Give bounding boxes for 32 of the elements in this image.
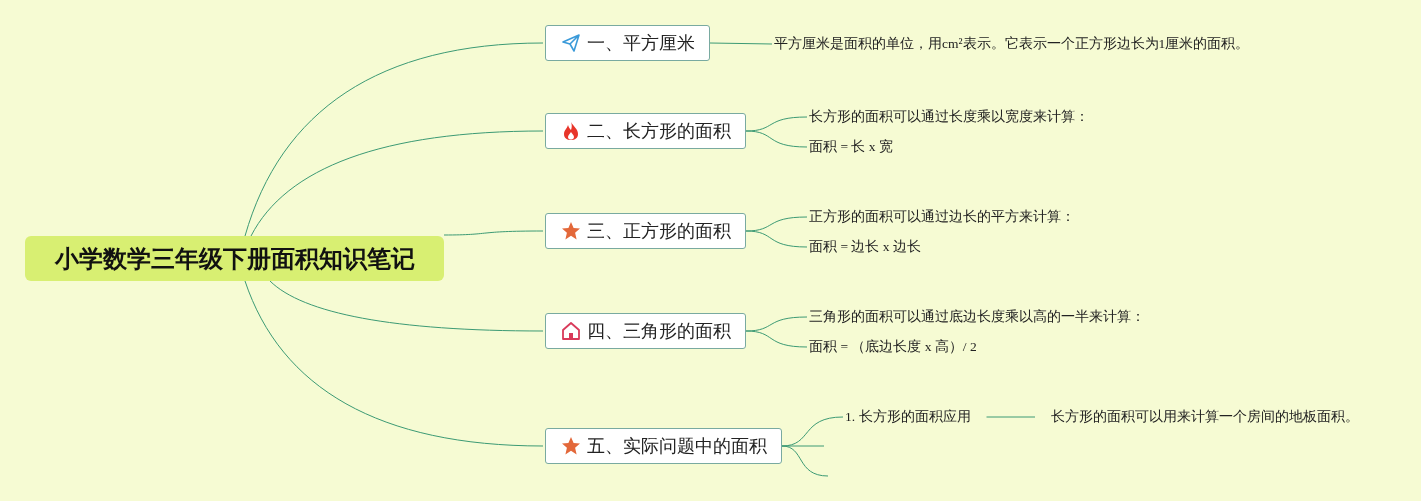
topic-text: 三、正方形的面积 (586, 220, 731, 243)
connector-line (986, 416, 1036, 418)
connector-line (745, 130, 808, 148)
topic-box (545, 213, 746, 249)
note-text: 长方形的面积可以通过长度乘以宽度来计算： (809, 108, 1089, 126)
connector-line (745, 330, 808, 348)
connector-line (250, 130, 544, 237)
connector-line (244, 42, 544, 237)
note-text: 面积 = （底边长度 x 高）/ 2 (809, 338, 977, 356)
connector-line (244, 280, 544, 447)
note-text: 平方厘米是面积的单位，用cm²表示。它表示一个正方形边长为1厘米的面积。 (774, 35, 1250, 53)
topic-box (545, 313, 746, 349)
note-text: 正方形的面积可以通过边长的平方来计算： (809, 208, 1075, 226)
topic-box (545, 113, 746, 149)
connector-line (745, 230, 808, 248)
connector-line (269, 280, 544, 332)
note-text: 长方形的面积可以用来计算一个房间的地板面积。 (1051, 408, 1359, 426)
topic-text: 四、三角形的面积 (586, 320, 731, 343)
connector-line (443, 230, 544, 236)
title-box: 小学数学三年级下册面积知识笔记 (25, 236, 444, 281)
topic-box (545, 428, 782, 464)
topic-text: 二、长方形的面积 (586, 120, 731, 143)
connector-line (781, 445, 825, 447)
topic-text: 一、平方厘米 (586, 32, 695, 55)
note-text: 面积 = 边长 x 边长 (809, 238, 921, 256)
connector-line (781, 445, 829, 477)
topic-text: 五、实际问题中的面积 (586, 435, 767, 458)
topic-box (545, 25, 710, 61)
note-text: 1. 长方形的面积应用 (845, 408, 971, 426)
connector-line (709, 42, 773, 45)
note-text: 面积 = 长 x 宽 (809, 138, 893, 156)
note-text: 三角形的面积可以通过底边长度乘以高的一半来计算： (809, 308, 1145, 326)
